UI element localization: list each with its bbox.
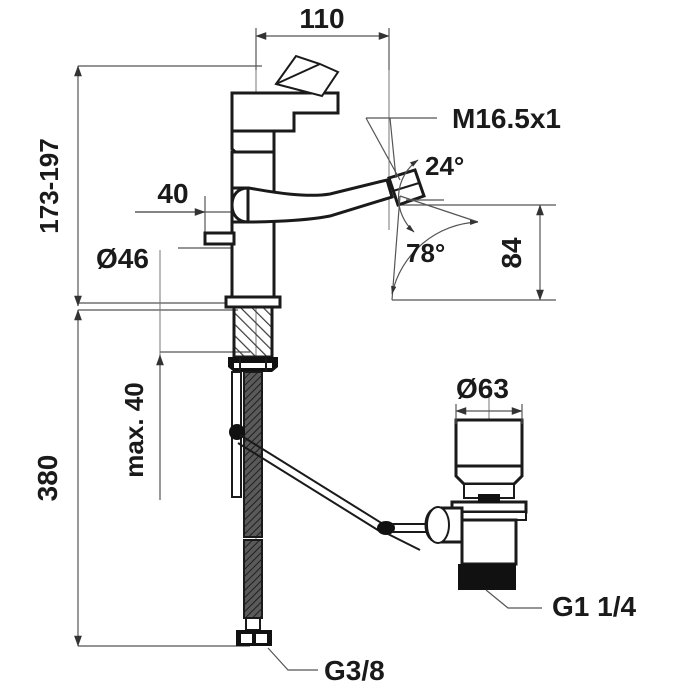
- dim-110: 110: [255, 3, 390, 70]
- base-escutcheon: [224, 295, 282, 309]
- dim-d63-label: Ø63: [456, 373, 509, 404]
- dim-m165x1: M16.5x1: [365, 103, 561, 181]
- lever-handle-raised-position: [274, 54, 340, 98]
- dim-40-label: 40: [157, 178, 188, 209]
- dim-g114-label: G1 1/4: [552, 591, 636, 622]
- dim-84-label: 84: [496, 237, 527, 269]
- dim-173-197: 173-197: [34, 65, 82, 307]
- pop-up-lift-knob: [203, 231, 236, 246]
- drain-threaded-outlet: [458, 564, 516, 590]
- dim-78deg: 78°: [391, 195, 479, 301]
- spout-arm: [230, 178, 394, 224]
- linkage-joint: [377, 521, 395, 535]
- dim-78deg-label: 78°: [406, 238, 445, 268]
- drain-body: [460, 518, 518, 566]
- drain-assembly: [424, 418, 528, 590]
- dim-380-label: 380: [32, 455, 63, 502]
- dim-d46-label: Ø46: [96, 243, 149, 274]
- dim-d63: Ø63: [455, 373, 523, 424]
- faucet-body: [203, 54, 440, 646]
- drain-neck: [454, 464, 524, 486]
- dim-84: 84: [496, 204, 544, 301]
- dim-24deg-label: 24°: [425, 151, 464, 181]
- dim-40: 40: [135, 178, 295, 236]
- dim-g38: G3/8: [267, 647, 385, 686]
- supply-hose-upper: [243, 371, 263, 538]
- spout-arm-cap: [230, 186, 250, 224]
- dim-max-40: max. 40: [119, 354, 164, 500]
- dim-173-197-label: 173-197: [34, 138, 64, 233]
- drain-seal: [478, 494, 500, 503]
- dim-110-label: 110: [299, 3, 344, 34]
- dim-g114: G1 1/4: [485, 589, 636, 622]
- drain-top-cylinder: [454, 418, 524, 468]
- dim-max-40-label: max. 40: [119, 382, 149, 477]
- faucet-column: [230, 150, 276, 299]
- hose-ferrule: [245, 617, 261, 631]
- supply-hose-lower: [243, 539, 263, 619]
- dim-g38-label: G3/8: [324, 655, 385, 686]
- dim-380: 380: [32, 309, 82, 647]
- dim-m165x1-label: M16.5x1: [452, 103, 561, 134]
